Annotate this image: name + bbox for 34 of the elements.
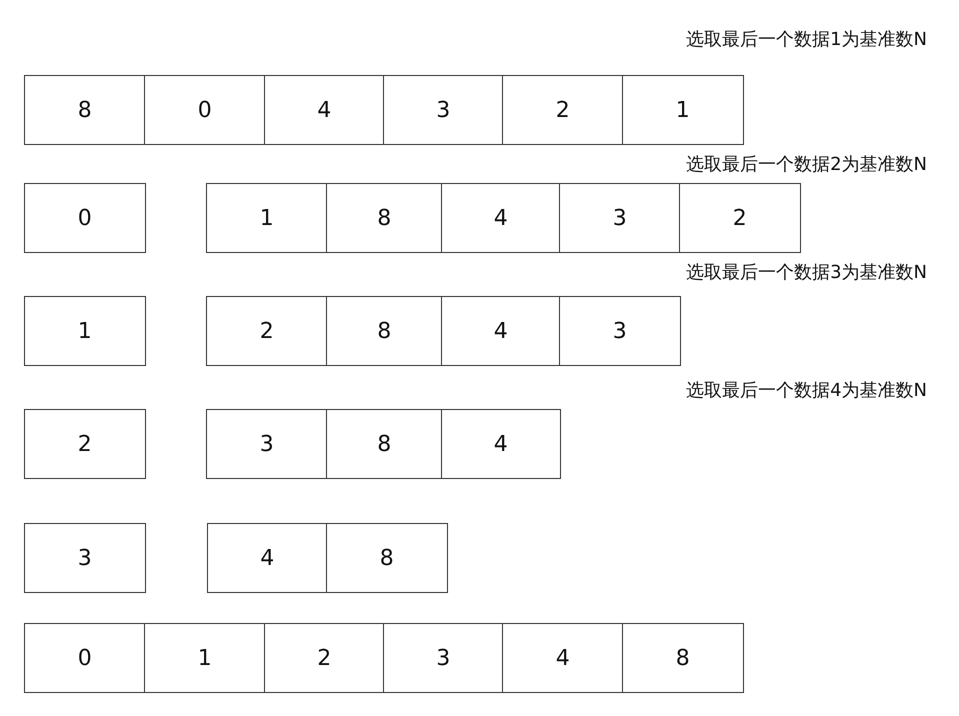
array-cell: 2 [206, 296, 328, 366]
array-cell: 0 [24, 183, 146, 253]
array-cell: 3 [24, 523, 146, 593]
array-cell: 4 [207, 523, 328, 593]
array-cell: 1 [24, 296, 146, 366]
array-cell: 4 [502, 623, 624, 693]
array-cell: 2 [24, 409, 146, 479]
array-cell: 1 [206, 183, 328, 253]
array-cell: 3 [559, 183, 680, 253]
array-cell: 2 [679, 183, 800, 253]
array-cell: 3 [206, 409, 328, 479]
array-cell: 0 [144, 75, 266, 145]
array-cell: 8 [326, 183, 442, 253]
array-cell: 4 [441, 183, 560, 253]
array-cell: 8 [326, 296, 442, 366]
array-cell: 4 [264, 75, 384, 145]
array-cell: 4 [441, 296, 560, 366]
array-cell: 3 [383, 623, 504, 693]
array-cell: 1 [622, 75, 744, 145]
array-cell: 8 [622, 623, 744, 693]
array-cell: 0 [24, 623, 146, 693]
annotation-text: 选取最后一个数据3为基准数N [686, 261, 927, 285]
array-cell: 8 [24, 75, 146, 145]
array-cell: 8 [326, 523, 448, 593]
annotation-text: 选取最后一个数据4为基准数N [686, 379, 927, 403]
array-cell: 2 [502, 75, 624, 145]
array-cell: 3 [559, 296, 680, 366]
annotation-text: 选取最后一个数据1为基准数N [686, 28, 927, 52]
array-cell: 4 [441, 409, 560, 479]
array-cell: 2 [264, 623, 384, 693]
array-cell: 8 [326, 409, 442, 479]
array-cell: 3 [383, 75, 504, 145]
array-cell: 1 [144, 623, 266, 693]
annotation-text: 选取最后一个数据2为基准数N [686, 153, 927, 177]
